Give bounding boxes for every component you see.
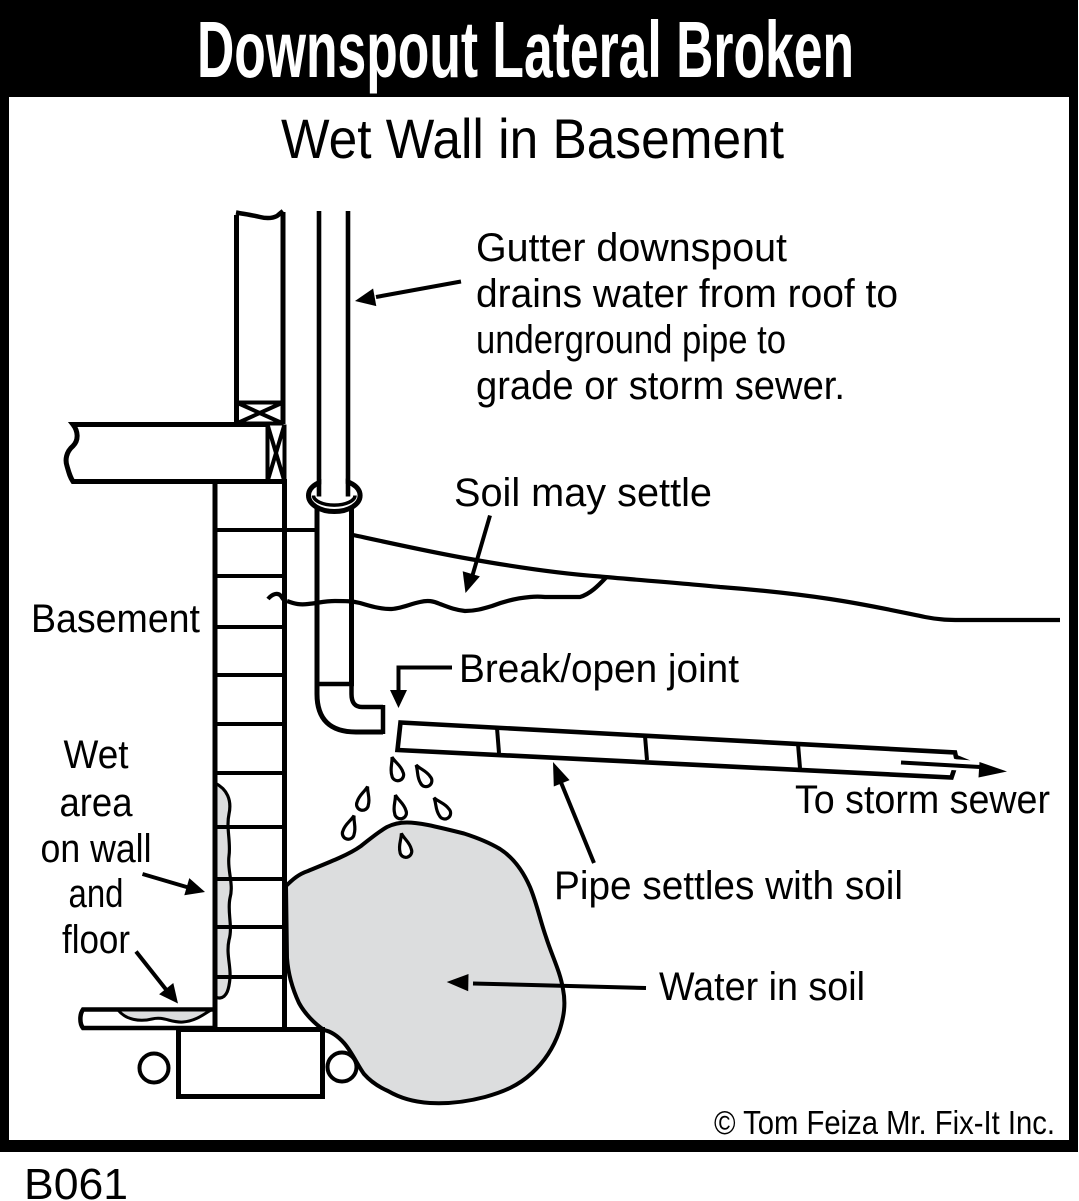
svg-text:Gutter downspout: Gutter downspout [476, 226, 787, 270]
svg-text:Soil may settle: Soil may settle [454, 471, 712, 515]
svg-text:drains water from roof to: drains water from roof to [476, 272, 898, 316]
svg-text:underground pipe to: underground pipe to [476, 318, 786, 362]
svg-text:Wet: Wet [64, 733, 129, 777]
svg-text:Wet Wall in Basement: Wet Wall in Basement [281, 107, 784, 170]
svg-text:and: and [69, 872, 124, 916]
svg-text:Water in soil: Water in soil [659, 965, 865, 1009]
svg-text:Downspout Lateral Broken: Downspout Lateral Broken [197, 5, 854, 94]
svg-text:area: area [60, 781, 134, 825]
svg-text:© Tom Feiza Mr. Fix-It Inc.: © Tom Feiza Mr. Fix-It Inc. [714, 1104, 1055, 1141]
svg-text:Pipe settles with soil: Pipe settles with soil [554, 864, 903, 908]
svg-text:Break/open joint: Break/open joint [459, 647, 739, 691]
svg-text:Basement: Basement [31, 597, 200, 641]
svg-text:on wall: on wall [41, 827, 152, 871]
svg-text:To storm sewer: To storm sewer [795, 778, 1050, 822]
svg-text:floor: floor [62, 918, 130, 962]
svg-text:grade or storm sewer.: grade or storm sewer. [476, 364, 845, 408]
svg-text:B061: B061 [24, 1160, 128, 1201]
